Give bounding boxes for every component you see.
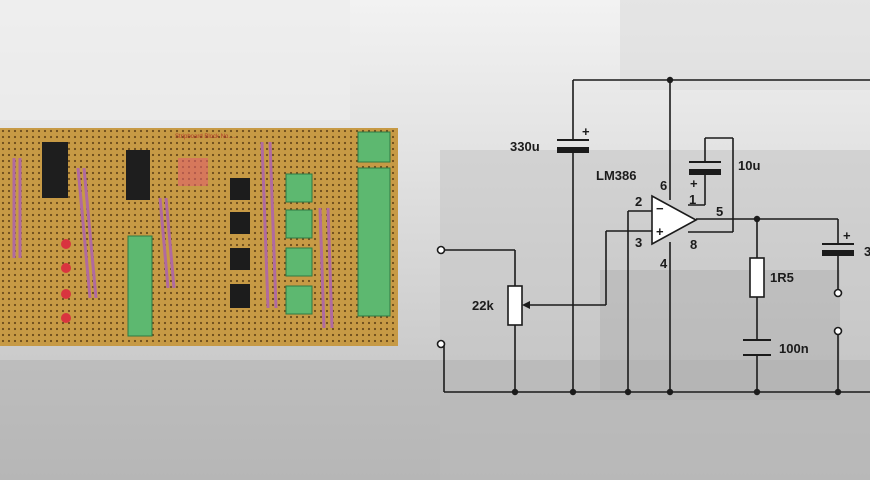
resistor-1r5 (749, 257, 765, 298)
label-330u: 330u (510, 139, 540, 154)
capacitor-10u: + (689, 161, 721, 191)
terminals (436, 245, 843, 349)
capacitor-output: + (822, 228, 854, 256)
potentiometer-22k (507, 285, 523, 326)
capacitor-100n (743, 339, 771, 356)
label-output-cap: 3 (864, 244, 870, 259)
stripboard-photo: Stripboard Block No. ... (0, 128, 398, 346)
pcb-silkscreen: Stripboard Block No. ... (175, 134, 237, 140)
pin-6: 6 (660, 178, 667, 193)
junction-dots (511, 76, 842, 396)
svg-text:+: + (843, 228, 851, 243)
polarity-mark: + (582, 124, 590, 139)
red-leds (61, 239, 71, 323)
opamp-minus: − (656, 201, 664, 216)
pin-5: 5 (716, 204, 723, 219)
opamp-plus: + (656, 224, 664, 239)
opamp-lm386 (651, 194, 698, 246)
pin-4: 4 (660, 256, 668, 271)
schematic-wires (443, 79, 870, 393)
ic-chip-1 (42, 142, 68, 198)
pot-wiper-arrow (522, 301, 530, 309)
label-100n: 100n (779, 341, 809, 356)
label-lm386: LM386 (596, 168, 636, 183)
capacitor-330u: + (557, 124, 590, 153)
label-1r5: 1R5 (770, 270, 794, 285)
label-10u: 10u (738, 158, 760, 173)
pin-3: 3 (635, 235, 642, 250)
label-22k: 22k (472, 298, 494, 313)
pin-8: 8 (690, 237, 697, 252)
jumper-wires (12, 141, 334, 329)
pad-area (178, 158, 208, 186)
pin-1: 1 (689, 192, 696, 207)
svg-text:+: + (690, 176, 698, 191)
terminal-blocks (127, 131, 391, 337)
pin-2: 2 (635, 194, 642, 209)
transistor-modules (230, 178, 250, 308)
ic-chip-2 (126, 150, 150, 200)
